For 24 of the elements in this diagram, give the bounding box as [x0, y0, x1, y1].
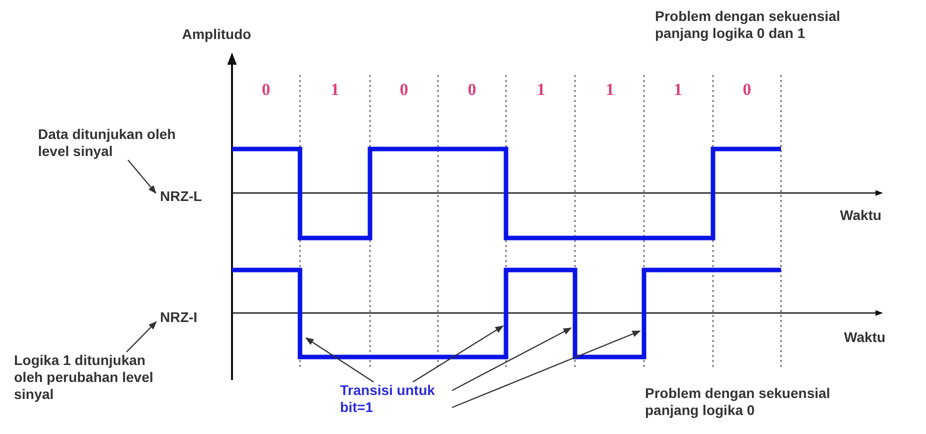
leader-line	[126, 321, 157, 352]
annotation-text: Data ditunjukan oleh level sinyal	[38, 126, 188, 160]
leader-line	[305, 338, 374, 382]
bit-value: 0	[398, 80, 410, 100]
bit-value: 1	[330, 80, 340, 100]
leader-line	[128, 160, 156, 194]
axis-label: Waktu	[840, 207, 882, 224]
bit-value: 1	[604, 80, 616, 100]
axis-label: Waktu	[844, 329, 886, 346]
annotation-text: Transisi untuk bit=1	[340, 382, 452, 416]
leader-line	[452, 327, 572, 392]
axis-title: Amplitudo	[182, 26, 252, 43]
annotation-text: Problem dengan sekuensial panjang logika 0	[645, 385, 832, 419]
bit-value: 1	[672, 80, 684, 100]
leader-line	[412, 326, 504, 382]
bit-value: 0	[466, 80, 478, 100]
bit-value: 1	[536, 80, 546, 100]
leader-line	[452, 330, 641, 408]
bit-value: 0	[260, 80, 272, 100]
signal-name: NRZ-I	[160, 309, 198, 326]
bit-value: 0	[742, 80, 752, 100]
annotation-text: Logika 1 ditunjukan oleh perubahan level sinyal	[14, 352, 164, 403]
signal-name: NRZ-L	[160, 188, 202, 205]
annotation-text: Problem dengan sekuensial panjang logika 0 dan 1	[655, 8, 842, 42]
